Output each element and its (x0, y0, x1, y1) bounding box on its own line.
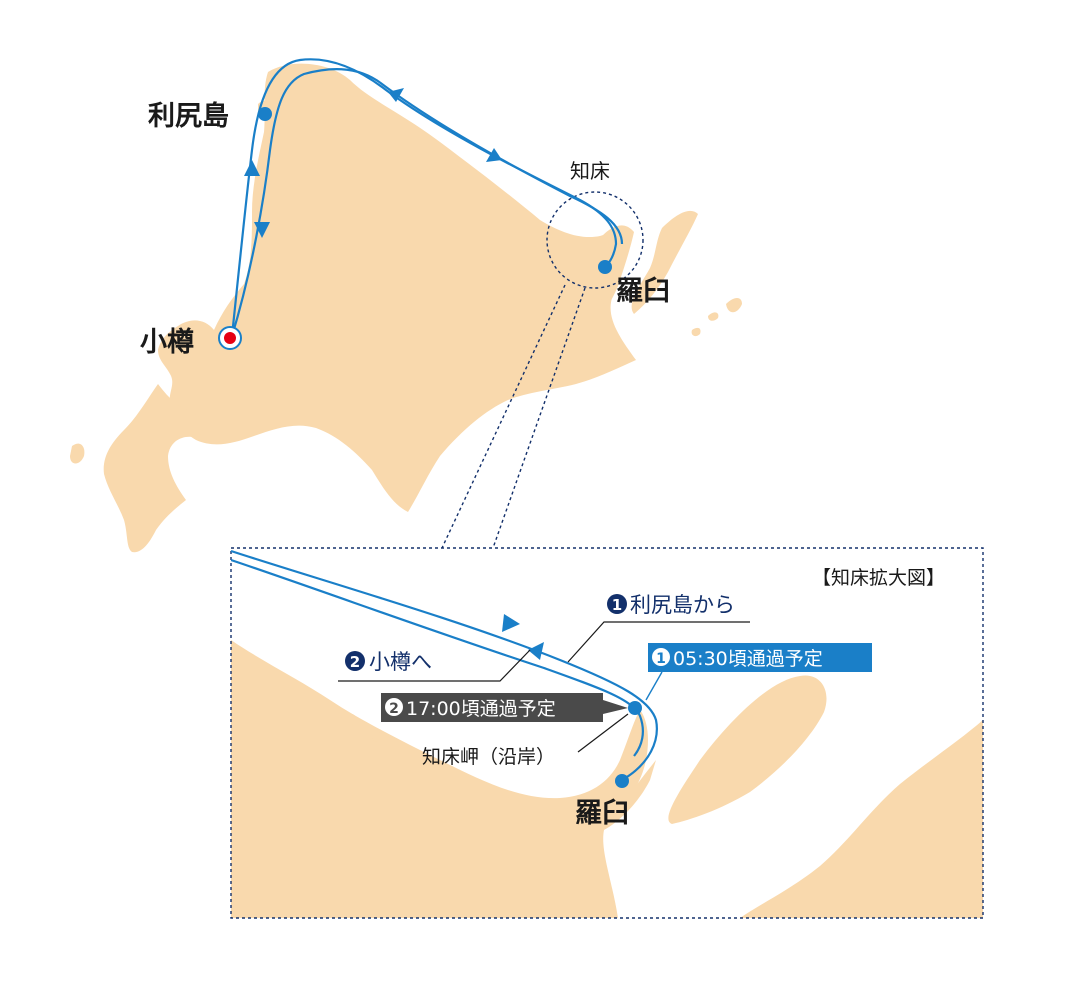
inset-rausu-label: 羅臼 (575, 798, 629, 829)
zoom-guide-left (441, 284, 566, 549)
inset-coast-tip (604, 760, 656, 830)
start-port-marker-icon (218, 326, 242, 350)
leg1-number: 1 (612, 596, 622, 614)
direction-arrow-icon (388, 88, 404, 102)
direction-arrow-icon (244, 160, 260, 176)
leg2-text: 小樽へ (369, 650, 432, 674)
leg1-label: 1 利尻島から (567, 593, 750, 663)
kunashiri-island (631, 210, 698, 314)
leg2-leader (338, 649, 531, 682)
inset-title: 【知床拡大図】 (812, 567, 945, 589)
route-return (230, 68, 624, 337)
leg1-text: 利尻島から (630, 593, 735, 617)
direction-arrow-icon (254, 222, 270, 238)
okushiri-island (70, 443, 85, 464)
pass1-callout: 1 05:30頃通過予定 (645, 643, 872, 701)
pass2-number: 2 (389, 701, 399, 717)
leg2-number: 2 (350, 653, 360, 671)
oshima-peninsula (103, 384, 203, 553)
small-island-1 (726, 298, 742, 313)
zoom-guide-right (492, 287, 586, 549)
shiretoko-zoom-circle (546, 191, 644, 289)
leg1-leader (567, 621, 750, 663)
direction-arrow-icon (528, 642, 544, 660)
pass2-text: 17:00頃通過予定 (406, 698, 556, 720)
inset-island-b (923, 831, 938, 844)
port-dot-icon (615, 774, 629, 788)
inset-island-c (939, 859, 959, 879)
inset-island-e (371, 732, 384, 742)
port-dot-icon (258, 107, 272, 121)
pass1-leader (645, 671, 663, 701)
small-island-3 (691, 327, 701, 337)
direction-arrow-icon (502, 614, 520, 632)
pass1-text: 05:30頃通過予定 (673, 648, 823, 670)
label-rishiri: 利尻島 (148, 101, 229, 132)
overview-arrows (244, 88, 502, 238)
inset-kunashiri (668, 675, 827, 824)
pass2-callout: 2 17:00頃通過予定 (381, 693, 628, 722)
port-dot-icon (628, 701, 642, 715)
hokkaido-mainland (158, 63, 636, 513)
shiretoko-peninsula (599, 225, 634, 305)
label-otaru: 小樽 (140, 327, 194, 358)
inset-route-return (231, 558, 644, 757)
inset-route-outbound (231, 549, 658, 781)
leg2-label: 2 小樽へ (338, 649, 531, 682)
inset-frame (230, 547, 984, 919)
land-overview (70, 63, 742, 553)
cape-label: 知床岬（沿岸） (422, 746, 555, 768)
direction-arrow-icon (486, 148, 502, 162)
label-shiretoko: 知床 (570, 159, 610, 183)
inset-land-east (740, 720, 983, 918)
inset-island-a (867, 835, 886, 853)
inset-island-d (341, 713, 357, 726)
shiretoko-inset: 【知床拡大図】 1 利尻島から 2 小樽へ 1 05:30頃通過予定 2 (230, 547, 984, 919)
inset-land-west (231, 640, 648, 918)
port-dot-icon (598, 260, 612, 274)
small-island-2 (708, 312, 719, 321)
pass2-pointer (603, 700, 628, 714)
label-rausu: 羅臼 (616, 276, 670, 307)
pass1-number: 1 (656, 651, 666, 667)
cape-leader (577, 713, 629, 753)
